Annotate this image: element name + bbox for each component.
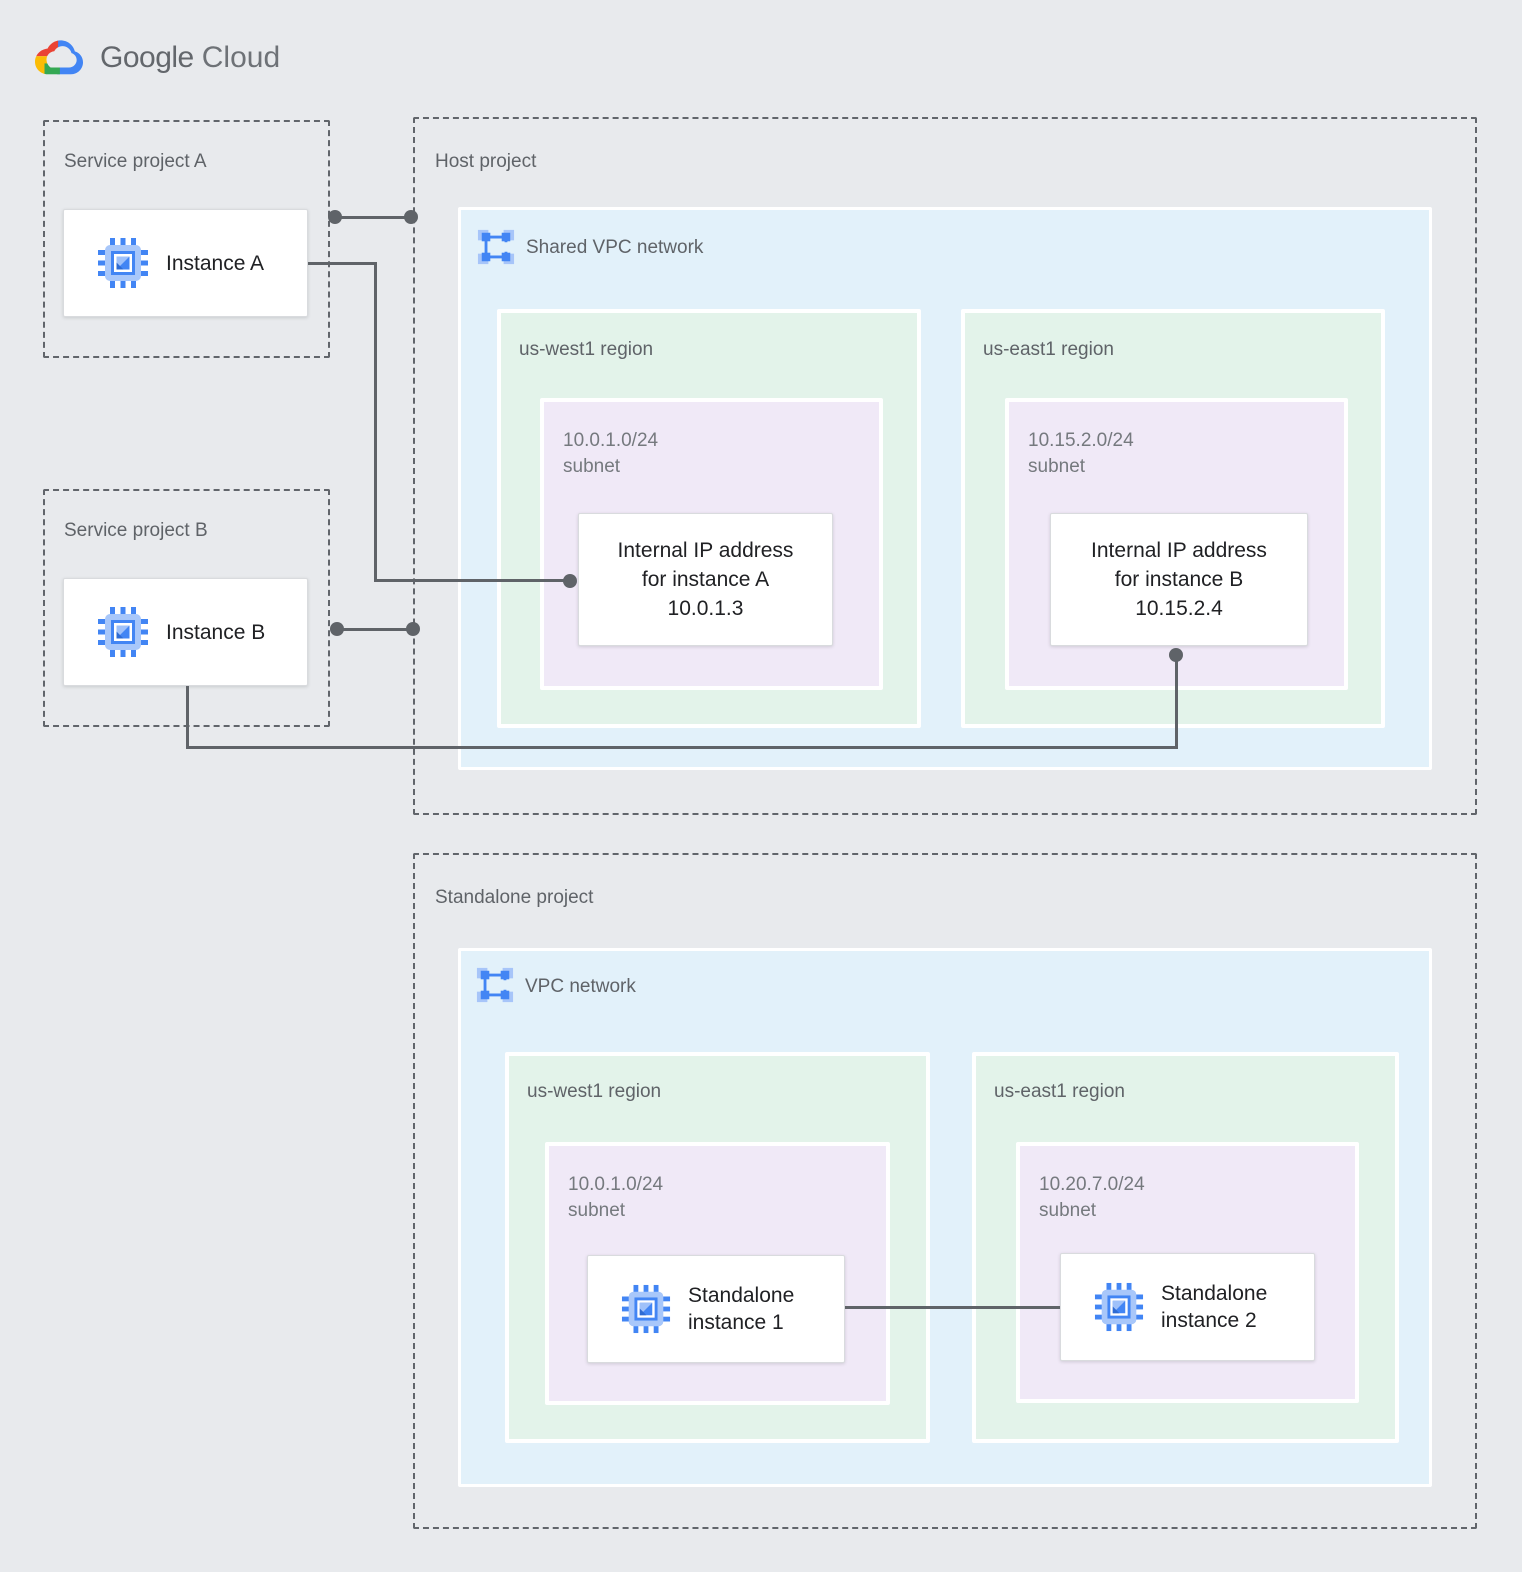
standalone-instance-2-label: Standalone instance 2 <box>1161 1280 1267 1334</box>
standalone-instance-1-label: Standalone instance 1 <box>688 1282 794 1336</box>
ip-card-line: for instance A <box>641 568 770 591</box>
ip-card-line: for instance B <box>1114 568 1244 591</box>
compute-engine-icon <box>97 606 149 658</box>
internal-ip-instance-a-card: Internal IP address for instance A 10.0.… <box>578 513 833 646</box>
instance-b-card: Instance B <box>63 578 308 686</box>
subnet-word: subnet <box>568 1200 626 1221</box>
service-project-a-label: Service project A <box>64 151 207 172</box>
subnet-cidr: 10.0.1.0/24 <box>568 1174 664 1195</box>
instance-a-card: Instance A <box>63 209 308 317</box>
connector-endpoint-dot <box>404 210 418 224</box>
host-us-west1-region-label: us-west1 region <box>519 339 654 360</box>
instance-line: instance 2 <box>1161 1309 1257 1332</box>
vpc-network-label: VPC network <box>525 976 636 997</box>
host-project-box <box>413 117 1477 815</box>
connector-instance-b-ip-seg3 <box>1175 655 1178 749</box>
standalone-us-east1-subnet-label: 10.20.7.0/24 subnet <box>1039 1172 1145 1224</box>
ip-card-line: Internal IP address <box>617 539 794 562</box>
host-us-east1-subnet-label: 10.15.2.0/24 subnet <box>1028 428 1134 480</box>
subnet-word: subnet <box>1028 456 1086 477</box>
standalone-project-box <box>413 853 1477 1529</box>
connector-instance-b-ip-seg2 <box>186 746 1178 749</box>
connector-service-b-host <box>337 628 415 631</box>
instance-line: instance 1 <box>688 1311 784 1334</box>
standalone-instance-2-card: Standalone instance 2 <box>1060 1253 1315 1361</box>
logo-text-google: Google <box>100 41 194 74</box>
compute-engine-icon <box>1094 1282 1144 1332</box>
connector-endpoint-dot <box>563 574 577 588</box>
subnet-word: subnet <box>563 456 621 477</box>
logo-text-cloud: Cloud <box>201 41 281 74</box>
vpc-network-icon <box>477 228 515 266</box>
instance-a-label: Instance A <box>166 251 265 275</box>
host-us-west1-subnet-label: 10.0.1.0/24 subnet <box>563 428 658 480</box>
shared-vpc-network-label: Shared VPC network <box>526 237 704 258</box>
connector-instance-a-ip-seg2 <box>374 262 377 582</box>
compute-engine-icon <box>97 237 149 289</box>
connector-endpoint-dot <box>328 210 342 224</box>
instance-b-label: Instance B <box>166 620 266 644</box>
standalone-us-west1-region-label: us-west1 region <box>527 1081 662 1102</box>
connector-service-a-host <box>335 216 413 219</box>
host-project-label: Host project <box>435 151 537 172</box>
subnet-cidr: 10.20.7.0/24 <box>1039 1174 1145 1195</box>
standalone-instance-1-card: Standalone instance 1 <box>587 1255 845 1363</box>
service-project-b-label: Service project B <box>64 520 208 541</box>
host-us-east1-region-label: us-east1 region <box>983 339 1114 360</box>
service-project-a-box <box>43 120 330 358</box>
standalone-project-label: Standalone project <box>435 887 594 908</box>
google-cloud-logo: Google Cloud <box>30 36 280 80</box>
connector-endpoint-dot <box>406 622 420 636</box>
subnet-cidr: 10.0.1.0/24 <box>563 430 659 451</box>
ip-card-line: 10.0.1.3 <box>667 597 744 620</box>
connector-instance-b-ip-seg1 <box>186 686 189 749</box>
connector-instance-a-ip-seg1 <box>308 262 377 265</box>
connector-standalone-instances <box>845 1306 1060 1309</box>
internal-ip-instance-b-card: Internal IP address for instance B 10.15… <box>1050 513 1308 646</box>
connector-instance-a-ip-seg3 <box>374 579 570 582</box>
subnet-word: subnet <box>1039 1200 1097 1221</box>
ip-card-line: 10.15.2.4 <box>1135 597 1223 620</box>
standalone-us-west1-subnet-label: 10.0.1.0/24 subnet <box>568 1172 663 1224</box>
subnet-cidr: 10.15.2.0/24 <box>1028 430 1134 451</box>
google-cloud-icon <box>34 40 84 75</box>
instance-line: Standalone <box>688 1284 795 1307</box>
connector-endpoint-dot <box>330 622 344 636</box>
standalone-us-east1-region-label: us-east1 region <box>994 1081 1125 1102</box>
instance-line: Standalone <box>1161 1282 1268 1305</box>
connector-endpoint-dot <box>1169 648 1183 662</box>
ip-card-line: Internal IP address <box>1091 539 1267 562</box>
vpc-network-icon <box>476 966 514 1004</box>
compute-engine-icon <box>621 1284 671 1334</box>
